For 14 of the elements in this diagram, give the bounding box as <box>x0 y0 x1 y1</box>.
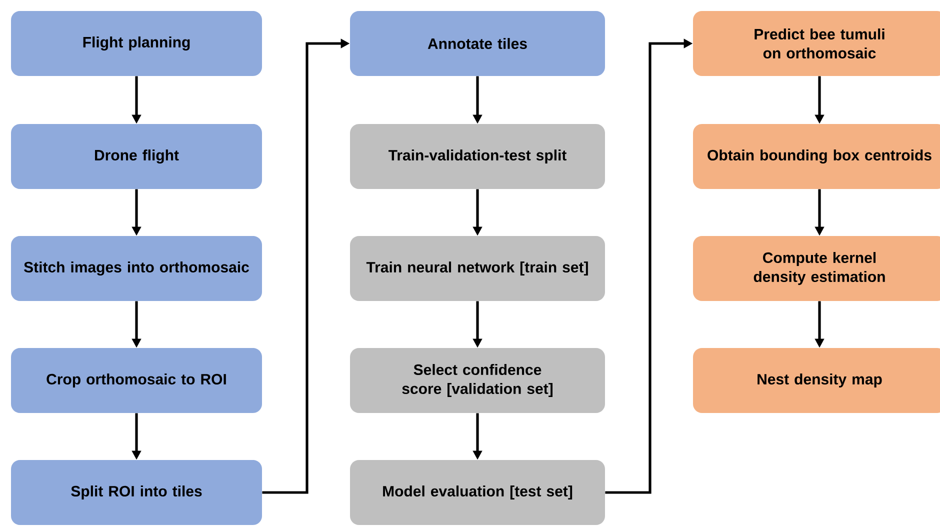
process-box: Model evaluation [test set] <box>350 460 605 525</box>
process-box: Split ROI into tiles <box>11 460 262 525</box>
process-box: Nest density map <box>693 348 940 413</box>
process-box: Train neural network [train set] <box>350 236 605 301</box>
process-box: Crop orthomosaic to ROI <box>11 348 262 413</box>
process-box: Drone flight <box>11 124 262 189</box>
process-box: Flight planning <box>11 11 262 76</box>
process-box: Obtain bounding box centroids <box>693 124 940 189</box>
process-box: Compute kernel density estimation <box>693 236 940 301</box>
process-box: Stitch images into orthomosaic <box>11 236 262 301</box>
process-box: Annotate tiles <box>350 11 605 76</box>
process-box: Predict bee tumuli on orthomosaic <box>693 11 940 76</box>
process-box: Select confidence score [validation set] <box>350 348 605 413</box>
process-box: Train-validation-test split <box>350 124 605 189</box>
